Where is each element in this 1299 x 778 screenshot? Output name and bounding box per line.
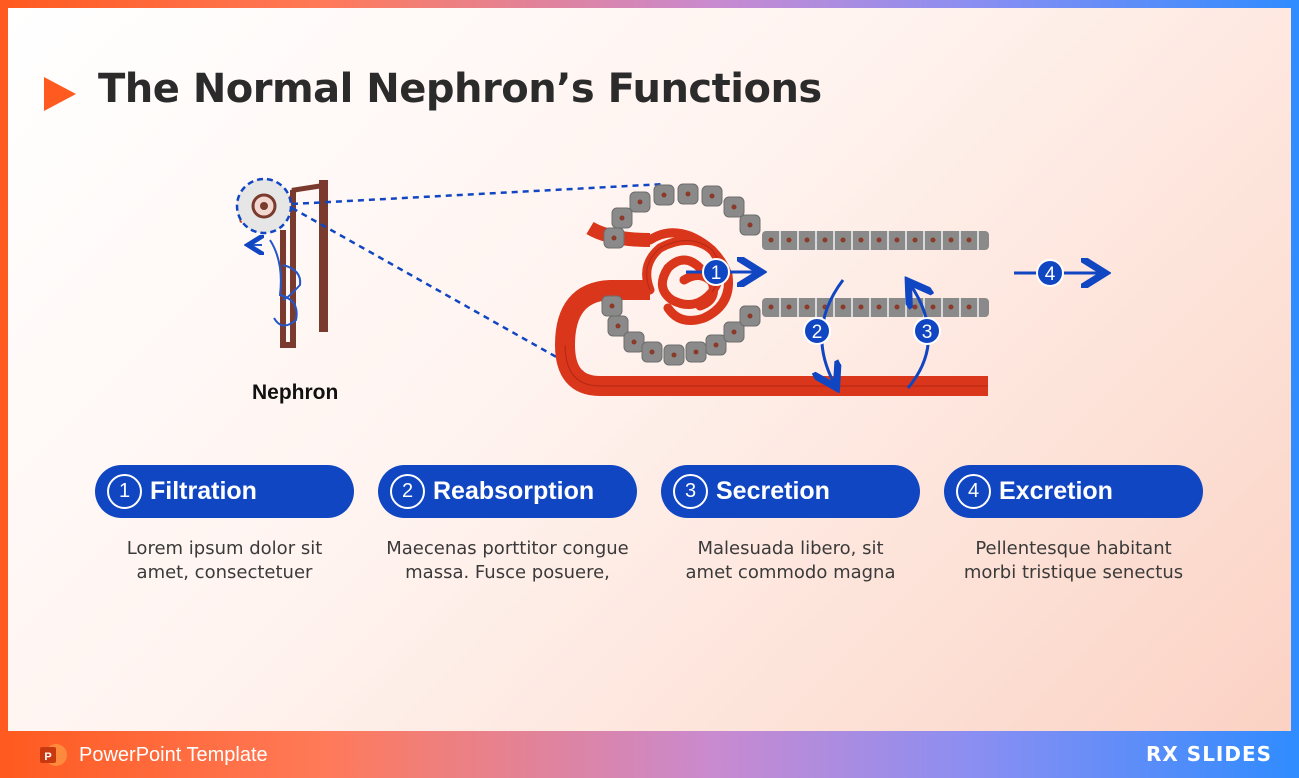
step-filtration-pill: 1 Filtration <box>95 465 354 518</box>
svg-text:1: 1 <box>711 263 722 284</box>
step-secretion-pill: 3 Secretion <box>661 465 920 518</box>
step-number: 3 <box>673 474 708 509</box>
step-label: Filtration <box>150 477 257 505</box>
step-number: 4 <box>956 474 991 509</box>
capsule-cells <box>601 183 761 366</box>
desc-line: massa. Fusce posuere, <box>405 562 610 583</box>
step-label: Reabsorption <box>433 477 595 505</box>
desc-line: Maecenas porttitor congue <box>386 538 629 559</box>
svg-text:P: P <box>44 751 51 763</box>
step-filtration-description: Lorem ipsum dolor sit amet, consectetuer <box>95 537 354 585</box>
desc-line: Lorem ipsum dolor sit <box>126 538 323 559</box>
step-reabsorption-pill: 2 Reabsorption <box>378 465 637 518</box>
desc-line: morbi tristique senectus <box>963 562 1184 583</box>
step-reabsorption-description: Maecenas porttitor congue massa. Fusce p… <box>378 537 637 585</box>
title-arrow-icon <box>44 77 76 111</box>
step-label: Excretion <box>999 477 1113 505</box>
step-excretion-description: Pellentesque habitant morbi tristique se… <box>944 537 1203 585</box>
desc-line: amet, consectetuer <box>136 562 313 583</box>
step-label: Secretion <box>716 477 830 505</box>
footer-app-label: PowerPoint Template <box>79 744 268 766</box>
desc-line: Malesuada libero, sit <box>697 538 884 559</box>
step-number: 2 <box>390 474 425 509</box>
svg-text:2: 2 <box>812 322 823 343</box>
slide <box>8 8 1291 731</box>
step-secretion-description: Malesuada libero, sit amet commodo magna <box>661 537 920 585</box>
svg-text:4: 4 <box>1045 264 1056 285</box>
page-title: The Normal Nephron’s Functions <box>98 66 822 112</box>
tubule-wall-bottom <box>762 298 989 317</box>
step-number: 1 <box>107 474 142 509</box>
desc-line: amet commodo magna <box>685 562 896 583</box>
desc-line: Pellentesque habitant <box>975 538 1172 559</box>
marker-4: 4 <box>1036 259 1064 287</box>
rx-slides-logo: RX SLIDES <box>1146 742 1273 766</box>
step-excretion-pill: 4 Excretion <box>944 465 1203 518</box>
marker-3: 3 <box>913 317 941 345</box>
powerpoint-icon: P <box>40 744 67 766</box>
small-nephron-illustration <box>235 177 328 348</box>
tubule-wall-top <box>762 231 989 250</box>
marker-1: 1 <box>702 258 730 286</box>
svg-text:3: 3 <box>922 322 933 343</box>
nephron-label: Nephron <box>252 381 339 404</box>
marker-2: 2 <box>803 317 831 345</box>
